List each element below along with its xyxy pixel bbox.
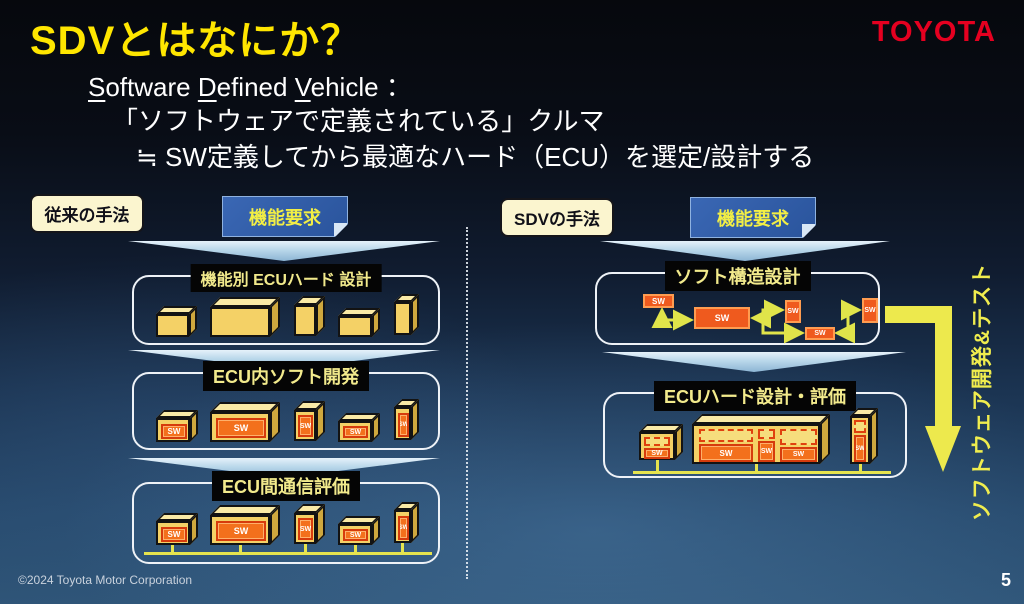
subtitle-line-1: Software Defined Vehicle ： — [88, 67, 412, 104]
page-number: 5 — [1001, 570, 1012, 590]
sw-block: SW — [216, 521, 266, 541]
software-dev-test-label: ソフトウェア開発&テスト — [971, 262, 994, 522]
sw-block: SW — [643, 294, 674, 308]
page-title: SDVとはなにか？ — [30, 19, 362, 63]
sw-block: SW — [343, 529, 368, 541]
stage-label: ECU内ソフト開発 — [202, 361, 370, 391]
sw-block: SW — [298, 415, 313, 437]
sw-slot-dashed — [854, 420, 866, 433]
sw-block: SW — [862, 298, 878, 323]
subtitle-part: efined — [216, 72, 295, 102]
bus-line — [144, 552, 432, 555]
stage-ecu-hw-design-eval: ECUハード設計・評価 SW SW SW SW — [603, 381, 907, 478]
sw-block: SW — [161, 424, 187, 439]
copyright: ©2024 Toyota Motor Corporation — [18, 573, 193, 587]
flow-arrow-down-icon — [600, 241, 890, 261]
bus-stub — [171, 543, 174, 553]
left-method-label: 従来の手法 — [30, 194, 144, 233]
sw-block: SW — [216, 418, 266, 438]
sw-block: SW — [398, 413, 409, 437]
sw-slot-dashed — [780, 429, 817, 445]
sw-block: SW — [805, 327, 835, 340]
stage-ecu-software-dev: ECU内ソフト開発 SW SW SW SW SW — [132, 361, 440, 450]
sw-block: SW — [780, 447, 817, 462]
bus-stub — [656, 460, 659, 472]
sw-slot-dashed — [699, 429, 753, 442]
note-fold-corner — [802, 224, 815, 237]
sw-block: SW — [785, 300, 801, 323]
sw-block: SW — [694, 307, 750, 329]
sw-block: SW — [398, 516, 409, 540]
bus-stub — [239, 543, 242, 553]
bus-stub — [304, 543, 307, 553]
sw-block: SW — [758, 441, 775, 462]
stage-ecu-hardware-design: 機能別 ECUハード 設計 — [132, 264, 440, 345]
right-requirements-note: 機能要求 — [690, 197, 816, 238]
sw-block: SW — [699, 444, 753, 462]
left-requirements-note: 機能要求 — [222, 196, 348, 237]
bus-line — [633, 471, 891, 474]
subtitle-part: V — [294, 72, 311, 102]
software-dev-test-arrow — [885, 306, 961, 472]
sw-flow-arrows — [651, 299, 862, 344]
sw-block: SW — [343, 426, 368, 438]
subtitle-part: S — [88, 72, 106, 102]
bus-stub — [859, 464, 862, 472]
sw-block: SW — [298, 518, 313, 540]
bus-stub — [354, 543, 357, 553]
stage-label: ECU間通信評価 — [211, 471, 361, 501]
sw-block: SW — [854, 435, 866, 462]
sw-block: SW — [644, 448, 670, 459]
subtitle-part: D — [197, 72, 217, 102]
subtitle-part: oftware — [105, 72, 198, 102]
note-label: 機能要求 — [717, 208, 789, 229]
right-method-label: SDVの手法 — [500, 198, 614, 237]
stage-label: 機能別 ECUハード 設計 — [190, 264, 382, 292]
stage-soft-structure-design: ソフト構造設計 SW SW SW SW SW — [595, 261, 880, 345]
stage-ecu-comm-eval: ECU間通信評価 SW SW SW SW SW — [132, 471, 440, 564]
stage-label: ソフト構造設計 — [664, 261, 811, 291]
flow-arrow-down-icon — [602, 352, 906, 372]
divider-dashed-line — [466, 227, 468, 579]
sw-slot-dashed — [644, 437, 670, 446]
sw-block: SW — [161, 527, 187, 542]
note-fold-corner — [334, 223, 347, 236]
sw-slot-dashed — [758, 429, 775, 439]
subtitle-part: ehicle ： — [310, 72, 412, 102]
subtitle-line-2: 「ソフトウェアで定義されている」クルマ — [112, 106, 605, 136]
flow-arrow-down-icon — [128, 241, 440, 261]
subtitle-line-3: ≒ SW定義してから最適なハード（ECU）を選定/設計する — [136, 142, 815, 172]
bus-stub — [401, 542, 404, 552]
stage-label: ECUハード設計・評価 — [653, 381, 857, 411]
note-label: 機能要求 — [249, 207, 321, 228]
toyota-logo: TOYOTA — [871, 16, 996, 48]
bus-stub — [755, 464, 758, 472]
